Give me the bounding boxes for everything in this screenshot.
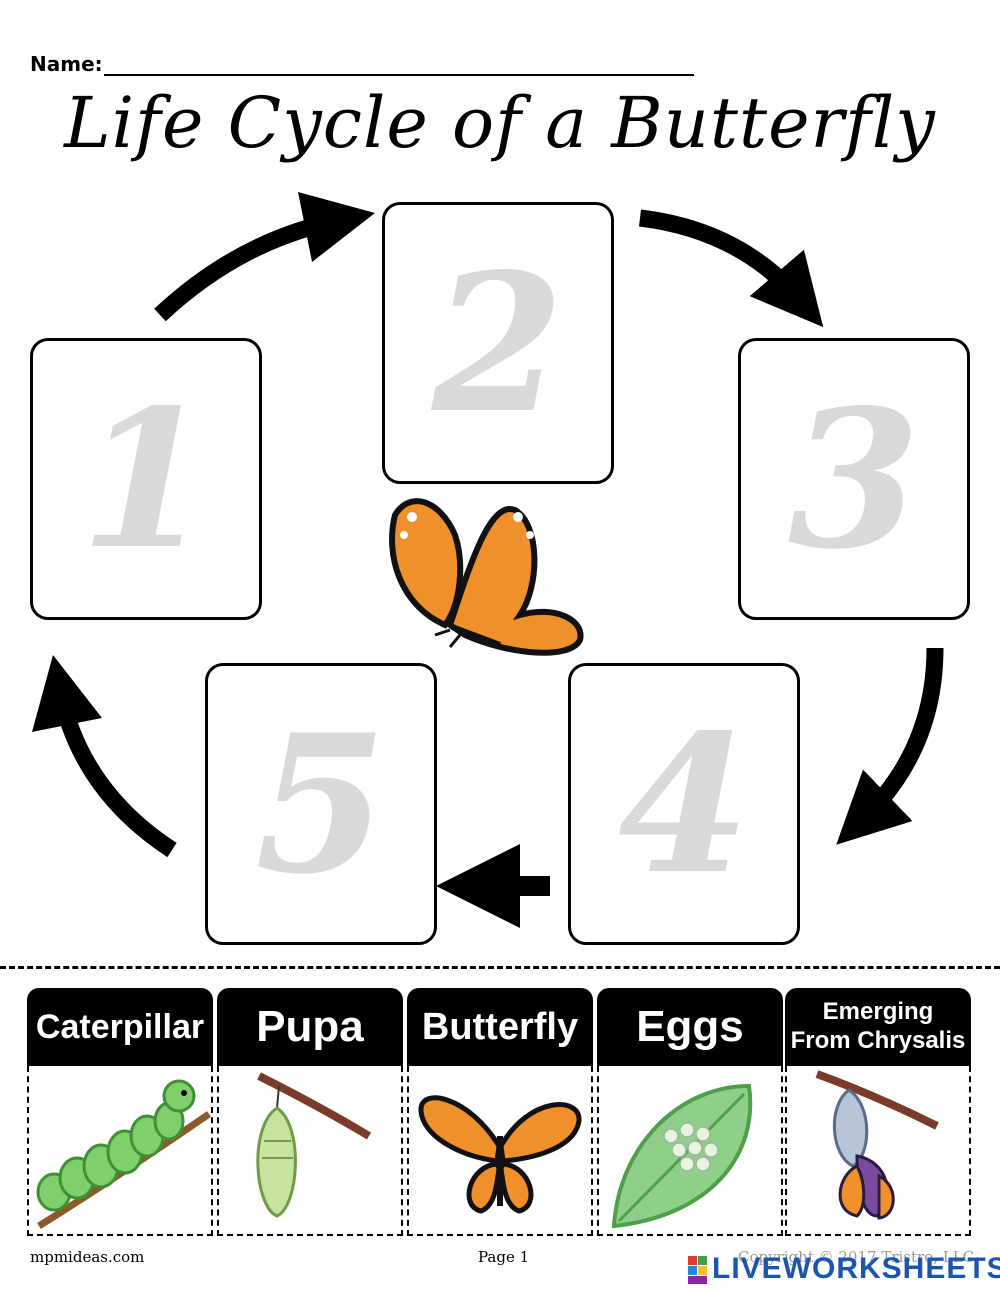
card-label: Emerging From Chrysalis [785,988,971,1066]
footer-page: Page 1 [478,1248,529,1266]
card-pupa[interactable]: Pupa [217,988,403,1236]
arrow-2-to-3 [640,218,800,300]
drop-slot-4[interactable]: 4 [568,663,800,945]
slot-number: 2 [432,232,564,455]
drop-slot-2[interactable]: 2 [382,202,614,484]
drop-slot-1[interactable]: 1 [30,338,262,620]
card-image-area [217,1066,403,1236]
emerging-butterfly-icon [787,1066,973,1236]
card-eggs[interactable]: Eggs [597,988,783,1236]
drop-slot-3[interactable]: 3 [738,338,970,620]
slot-number: 5 [255,693,387,916]
eggs-on-leaf-icon [599,1066,785,1236]
cut-line [0,966,1000,969]
footer-site: mpmideas.com [30,1248,144,1266]
arrow-3-to-4 [862,648,935,820]
card-image-area [27,1066,213,1236]
brand-name: LIVEWORKSHEETS [712,1252,1000,1286]
card-caterpillar[interactable]: Caterpillar [27,988,213,1236]
card-label: Butterfly [407,988,593,1066]
slot-number: 4 [618,693,750,916]
liveworksheets-logo-icon [688,1256,708,1284]
card-label-line: Emerging [823,998,934,1027]
card-image-area [597,1066,783,1236]
card-label: Caterpillar [27,988,213,1066]
slot-number: 1 [80,368,212,591]
arrow-5-to-1 [60,690,172,850]
card-label-line: From Chrysalis [791,1027,966,1056]
arrow-1-to-2 [160,220,340,315]
center-butterfly-icon [392,501,581,653]
card-image-area [785,1066,971,1236]
butterfly-icon [409,1066,595,1236]
caterpillar-icon [29,1066,215,1236]
pupa-icon [219,1066,405,1236]
card-label: Eggs [597,988,783,1066]
slot-number: 3 [788,368,920,591]
card-label: Pupa [217,988,403,1066]
card-butterfly[interactable]: Butterfly [407,988,593,1236]
card-image-area [407,1066,593,1236]
drop-slot-5[interactable]: 5 [205,663,437,945]
card-emerging[interactable]: Emerging From Chrysalis [785,988,971,1236]
